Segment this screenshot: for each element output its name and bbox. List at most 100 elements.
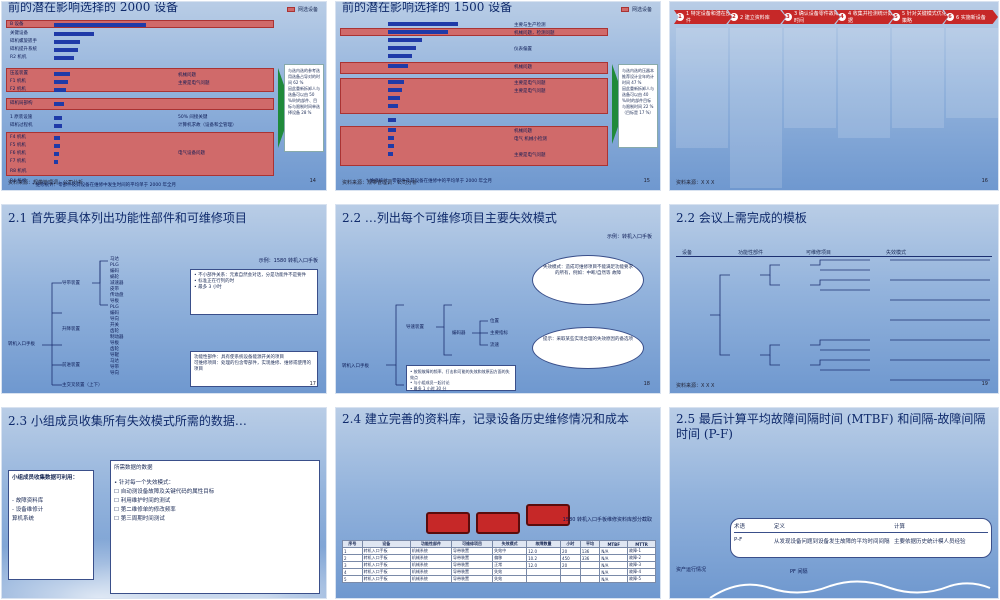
leaf-item: 导板 (110, 341, 119, 346)
definition-table-row: P-F 从发现设备问题到设备发生故障的平均时间间隔 主要依据历史统计模人员经验 (734, 537, 988, 545)
tree-branch: 主交叉装置（上下） (62, 383, 103, 388)
column-header: 设备 (682, 250, 693, 256)
slide-thumbnail-20[interactable]: 2.3 小组成员收集所有失效模式所需的数据… 小组成员收集数据可利用： - 故障… (1, 407, 327, 599)
tree-root: 转机入口手板 (342, 364, 369, 369)
bar (388, 128, 396, 132)
table-cell: 机械系统 (409, 554, 453, 562)
table-cell (560, 575, 581, 583)
column-header: 小时 (560, 540, 581, 548)
table-cell: 故障-3 (627, 561, 656, 569)
slide-thumbnail-18[interactable]: 2.2 …列出每个可维修项目主要失效模式 示例：转机入口手板 转机入口手板 导速… (335, 204, 661, 394)
slide-thumbnail-22[interactable]: 2.5 最后计算平均故障间隔时间 (MTBF) 和间隔-故障间隔时间 (P-F)… (669, 407, 999, 599)
row-label: B 设备 (10, 22, 24, 27)
summary-note-line: 因此重新拆卸人与选备可以由 50 %/时的部件、目标与限制时间单选择设备 28 … (288, 86, 320, 115)
bar (54, 32, 94, 36)
instruction-box: • 按照故障的频率、打击和可能的失效和效原因方面的失效点 • 与小组成员一起讨论… (406, 365, 516, 391)
slide-title: 2.3 小组成员收集所有失效模式所需的数据… (8, 414, 247, 428)
checkbox[interactable]: ☐ (114, 498, 119, 504)
slide-thumbnail-19[interactable]: 2.2 会议上需完成的模板 设备 功能性部件 可维修项目 失效模式 (669, 204, 999, 394)
table-cell: 转机入口手板 (361, 554, 411, 562)
red-tab (426, 512, 470, 534)
bar (388, 136, 394, 140)
table-cell (579, 568, 601, 576)
table-cell: N/A (599, 568, 629, 576)
highlight-row (340, 126, 608, 166)
reason-text: 电气设备问题 (178, 151, 205, 156)
footnote: * 维修统计：零部件及其设备在维修中发生时间的平均单于 2000 年全月 (32, 183, 176, 188)
bar (388, 64, 408, 68)
table-cell: 失效中 (492, 547, 528, 555)
bar (54, 144, 60, 148)
table-cell: 导带装置 (451, 554, 494, 562)
bar (388, 96, 400, 100)
bar (54, 160, 58, 164)
bar (388, 30, 448, 34)
table-cell: 导带装置 (451, 575, 494, 583)
step-label: 2 建立资料库 (740, 14, 770, 21)
table-cell: 机械系统 (409, 547, 453, 555)
source-text: 资料来源：X X X (676, 180, 715, 186)
step-column (676, 28, 728, 148)
column-header: 可维修项目 (806, 250, 832, 256)
leaf-item: 开关 (110, 323, 119, 328)
bar (388, 104, 398, 108)
row-label: R2 机机 (10, 55, 27, 60)
curve-label: 资产运行情况 (676, 567, 707, 573)
leaf-item: PLG (110, 263, 119, 268)
bar (388, 54, 412, 58)
slide-thumbnail-21[interactable]: 2.4 建立完善的资料库，记录设备历史维修情况和成本 1580 转机入口手板维修… (335, 407, 661, 599)
table-cell: 故障-2 (627, 554, 656, 562)
highlight-row (340, 28, 608, 36)
source-text: 资料来源：规带管理调：公司分析 (342, 180, 418, 186)
leaf-item: 马达 (110, 257, 119, 262)
table-cell: 偏移 (492, 554, 528, 562)
table-cell: 转机入口手板 (361, 568, 411, 576)
table-cell: 5 (342, 575, 363, 583)
slide-title: 2.5 最后计算平均故障间隔时间 (MTBF) 和间隔-故障间隔时间 (P-F) (676, 412, 986, 441)
legend: 网选设备 (620, 6, 652, 13)
table-cell: 10.2 (526, 554, 562, 562)
definition-table-header: 术语 定义 计算 (734, 522, 988, 533)
slide-title: 2.2 …列出每个可维修项目主要失效模式 (342, 211, 557, 225)
table-cell: N/A (599, 575, 629, 583)
table-cell: 20 (560, 561, 581, 569)
table-cell: 20 (560, 547, 581, 555)
summary-note-line: 与选内选的压器本推荐设计全年的计时间 47 % (622, 68, 654, 85)
reason-text: 仪表偏置 (514, 47, 532, 52)
slide-thumbnail-17[interactable]: 2.1 首先要具体列出功能性部件和可维修项目 示例：1580 转机入口手板 转机… (1, 204, 327, 394)
bar (54, 72, 70, 76)
table-cell: 正常 (492, 561, 528, 569)
bar (54, 136, 60, 140)
table-cell (579, 561, 601, 569)
table-cell: 导带装置 (451, 568, 494, 576)
reason-text: 主要是电气问题 (514, 81, 546, 86)
table-cell: 机械系统 (409, 575, 453, 583)
highlight-row (6, 98, 274, 110)
row-label: 碎机提升系统 (10, 47, 37, 52)
step-label: 5 针对关键模式优化策略 (902, 11, 947, 24)
example-label: 1580 转机入口手板维修资料库部分截取 (562, 517, 652, 523)
checkbox[interactable]: ☐ (114, 489, 119, 495)
bar (54, 56, 74, 60)
checklist-item[interactable]: ☐ 第二维修单的修改频率 (114, 506, 316, 515)
row-label: 碎机螺旋扳手 (10, 39, 37, 44)
bar (388, 152, 393, 156)
slide-thumbnail-15[interactable]: 前的潜在影响选择的 1500 设备 网选设备 主要与生产检测 机械问题，检测问题… (335, 1, 661, 191)
checkbox[interactable]: ☐ (114, 516, 119, 522)
slide-thumbnail-14[interactable]: 前的潜在影响选择的 2000 设备 网选设备 B 设备 关键设备 碎机螺旋扳手 … (1, 1, 327, 191)
pf-curve (709, 580, 991, 598)
checklist-item[interactable]: ☐ 第三周期时间测试 (114, 515, 316, 524)
footnote: * 维修统计：零部件及其设备在维修中的平均单于 2000 年全月 (366, 179, 492, 184)
page-number: 16 (981, 178, 988, 184)
checkbox[interactable]: ☐ (114, 507, 119, 513)
column-header: 序号 (342, 540, 363, 548)
checklist-item[interactable]: ☐ 自动测设备故障及关键代码的属性目标 (114, 488, 316, 497)
bar (54, 152, 59, 156)
checklist-item[interactable]: ☐ 利用维护时间的测试 (114, 497, 316, 506)
step-label: 1 特定设备和潜在部件 (686, 11, 731, 24)
